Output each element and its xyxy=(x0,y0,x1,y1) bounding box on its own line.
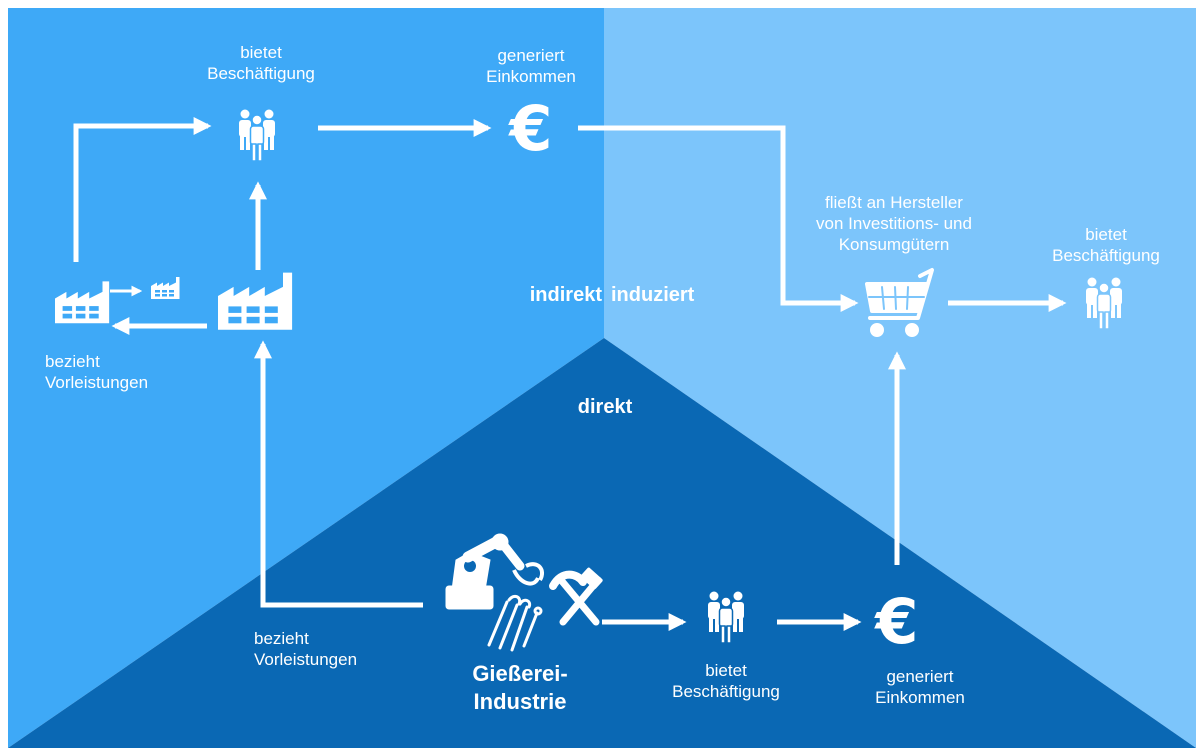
arrow-factory-to-employment xyxy=(73,117,212,262)
direct-employment-label: bietet Beschäftigung xyxy=(672,661,780,701)
indirect-region xyxy=(8,8,604,748)
direct-income-label: generiert Einkommen xyxy=(875,667,965,707)
region-label-induced: induziert xyxy=(611,284,695,306)
euro-icon: € xyxy=(873,585,918,658)
euro-icon: € xyxy=(507,92,552,165)
foundry-industry-label: Gießerei- Industrie xyxy=(472,661,568,714)
induced-employment-label: bietet Beschäftigung xyxy=(1052,225,1160,265)
shopping-cart-icon xyxy=(865,268,934,337)
indirect-procurement-label: bezieht Vorleistungen xyxy=(45,352,149,392)
indirect-income-label: generiert Einkommen xyxy=(486,46,576,86)
tools-icon xyxy=(487,594,543,652)
arrow-foundry-to-supplier xyxy=(254,340,423,608)
induced-region xyxy=(604,8,1196,748)
induced-flows-to-label: fließt an Hersteller von Investitions- u… xyxy=(816,193,972,254)
indirect-employment-label: bietet Beschäftigung xyxy=(207,43,315,83)
region-label-direct: direkt xyxy=(577,396,633,418)
hammer-pick-icon xyxy=(549,567,603,626)
robot-arm-icon xyxy=(445,533,545,610)
region-label-indirect: indirekt xyxy=(529,284,602,306)
arrow-income-to-cart xyxy=(578,125,859,312)
direct-region xyxy=(8,338,1196,748)
direct-procurement-label: bezieht Vorleistungen xyxy=(254,629,358,669)
